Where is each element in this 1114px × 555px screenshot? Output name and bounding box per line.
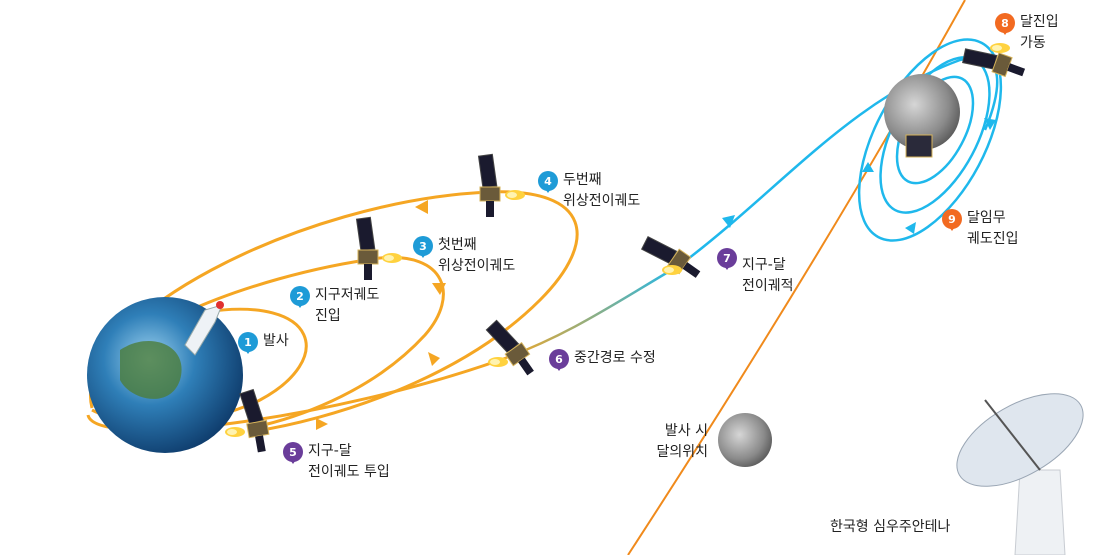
satellite-icon [477, 153, 501, 218]
step-label: 진입 [315, 308, 341, 324]
step-label: 전이궤적 [742, 278, 794, 294]
step-label: 전이궤도 투입 [308, 464, 390, 480]
step-label: 가동 [1020, 35, 1046, 51]
satellite-icon [639, 229, 705, 285]
step-badge: 6 [549, 349, 569, 371]
step-label: 지구-달 [308, 443, 352, 459]
rocket-icon [184, 301, 224, 356]
step-label: 달진입 [1020, 14, 1059, 30]
step-label: 위상전이궤도 [563, 193, 641, 209]
arrow-icon [862, 162, 874, 172]
step-label: 달임무 [967, 210, 1006, 226]
arrow-icon [415, 200, 428, 214]
lunar-orbit-arrows [722, 118, 996, 234]
deep-space-antenna-image [956, 393, 1084, 555]
step-label: 중간경로 수정 [574, 350, 656, 366]
step-badge: 9 [942, 209, 962, 231]
thruster-flame-icon [662, 265, 682, 275]
moon-at-launch-line: 발사 시 [664, 423, 708, 439]
thruster-flame-icon [382, 253, 402, 263]
moon-at-launch-image [718, 413, 772, 467]
lunar-orbit-outer [857, 38, 1003, 242]
step-label: 두번째 [563, 172, 602, 188]
moon-at-launch-label: 발사 시 달의위치 [628, 421, 708, 463]
step-badge: 4 [538, 171, 558, 193]
step-label-group: 중간경로 수정 [574, 348, 656, 369]
orbit-transfer-injection [86, 358, 501, 432]
step-label: 위상전이궤도 [438, 258, 516, 274]
step-badge: 2 [290, 286, 310, 308]
step-badge: 7 [717, 248, 737, 270]
step-badge: 5 [283, 442, 303, 464]
step-1-launch: 1 발사 [238, 331, 289, 354]
antenna-label: 한국형 심우주안테나 [830, 519, 951, 535]
step-6-midcourse-correction: 6 중간경로 수정 [549, 348, 656, 371]
step-badge: 8 [995, 13, 1015, 35]
step-badge: 1 [238, 332, 258, 354]
step-badge: 3 [413, 236, 433, 258]
step-label: 궤도진입 [967, 231, 1019, 247]
step-label: 첫번째 [438, 237, 477, 253]
arrow-icon [432, 283, 446, 295]
arrow-icon [722, 215, 735, 228]
step-label: 지구-달 [742, 257, 786, 273]
arrow-icon [984, 118, 996, 130]
orbit-arrows [316, 200, 446, 430]
thruster-flame-icon [488, 357, 508, 367]
step-label-group: 발사 [263, 331, 289, 352]
arrow-icon [316, 418, 328, 430]
thruster-flame-icon [505, 190, 525, 200]
moon-at-launch-line: 달의위치 [656, 444, 708, 460]
satellite-icon [355, 216, 379, 281]
step-label: 발사 [263, 333, 289, 349]
satellite-in-lunar-orbit-icon [905, 134, 933, 158]
step-label: 지구저궤도 [315, 287, 380, 303]
earth-landmass [120, 341, 182, 399]
moon-image [884, 74, 960, 150]
arrow-icon [905, 222, 916, 234]
thruster-flame-icon [225, 427, 245, 437]
arrow-icon [428, 352, 440, 366]
